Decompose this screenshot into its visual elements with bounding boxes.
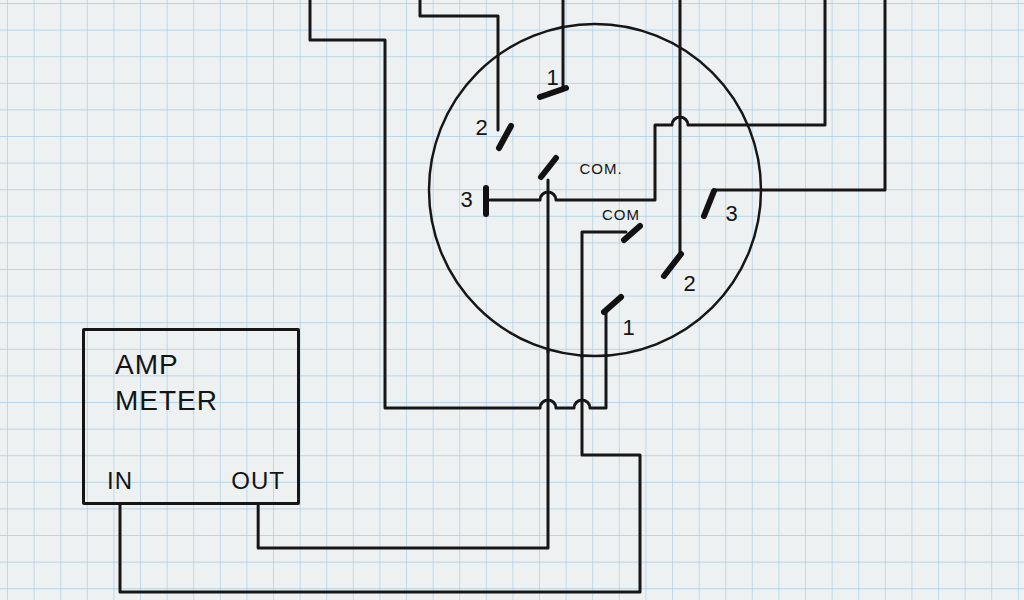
wire [562,0,565,88]
contact-number: 3 [460,189,473,211]
switch-contact [704,191,714,216]
contact-number: 3 [725,203,738,225]
contact-number: 1 [546,67,559,89]
wire [310,0,606,408]
wire [679,0,682,254]
switch-outline [427,22,763,358]
switch-body: 12COM.3COM321 [427,22,763,358]
contact-number: 2 [683,273,696,295]
contact-label: COM [602,207,640,222]
switch-contact [499,126,511,148]
wire [714,0,885,190]
switch-contact [541,158,556,177]
wire-connector [258,349,548,548]
meter-box: AMP METER IN OUT [82,328,300,505]
switch-contact [624,226,640,240]
switch-contact [664,254,681,276]
wire [547,180,550,352]
switch-contact [483,188,489,214]
switch-contact [604,297,621,312]
terminal-label: IN [107,465,133,496]
switch-contact [540,88,566,97]
wire [490,0,825,200]
contact-number: 1 [622,317,635,339]
wire [582,232,626,357]
contact-label: COM. [579,161,622,176]
meter-title: AMP METER [115,347,265,420]
terminal-label: OUT [231,465,285,496]
contact-number: 2 [475,117,488,139]
